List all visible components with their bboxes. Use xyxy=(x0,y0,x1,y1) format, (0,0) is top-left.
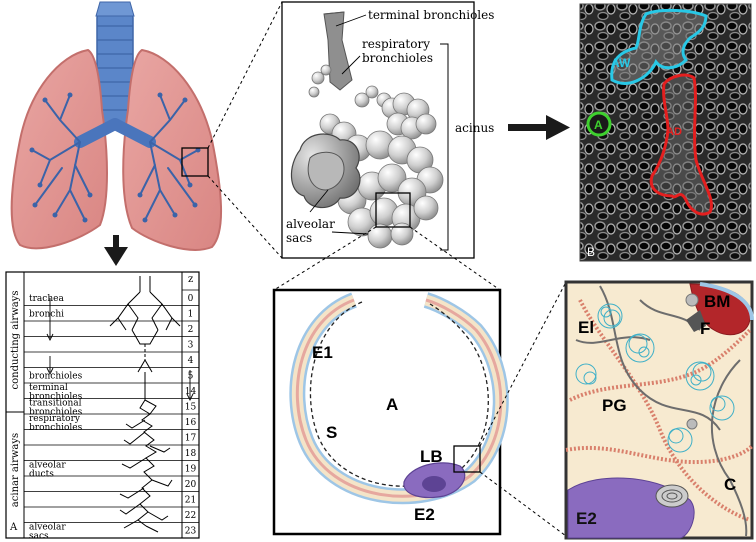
table-z-value: 1 xyxy=(188,310,194,320)
table-row-label: transitional xyxy=(29,399,82,409)
label-bm: BM xyxy=(704,292,730,311)
label-acinus: acinus xyxy=(455,121,494,135)
right-arrow-icon xyxy=(508,115,570,140)
label-a: A xyxy=(594,118,603,132)
label-s: S xyxy=(326,423,337,442)
table-z-value: 2 xyxy=(188,325,194,335)
table-z-value: 20 xyxy=(185,480,197,490)
label-b: B xyxy=(587,245,595,259)
table-row-label: alveolar xyxy=(29,461,66,471)
label-interstitium-e2: E2 xyxy=(576,509,597,528)
label-el: El xyxy=(578,318,594,337)
aw-outline xyxy=(610,8,708,85)
lung-zoom-box xyxy=(181,147,209,177)
label-aw: AW xyxy=(611,56,631,70)
table-z-value: 23 xyxy=(185,527,197,537)
label-ad: AD xyxy=(666,126,682,138)
interstitium-panel: BM El F PG C E2 xyxy=(564,280,754,540)
table-z-value: 17 xyxy=(185,434,197,444)
label-c: C xyxy=(724,475,736,494)
label-e1: E1 xyxy=(312,343,333,362)
table-row-label: ducts xyxy=(29,470,54,480)
table-row-label: bronchioles xyxy=(29,423,83,433)
connector-line xyxy=(479,281,567,447)
table-row-label: sacs xyxy=(29,532,49,542)
alveoli-panel: terminal bronchioles respiratory bronchi… xyxy=(281,1,494,259)
label-conducting-airways: conducting airways xyxy=(10,291,21,390)
label-bronchioles: bronchioles xyxy=(362,51,433,65)
airway-tree xyxy=(109,276,181,533)
table-row-label: bronchioles xyxy=(29,408,83,418)
a-outline xyxy=(586,111,612,137)
label-e2: E2 xyxy=(414,505,435,524)
label-f: F xyxy=(700,319,710,338)
table-row-label: bronchi xyxy=(29,310,64,320)
table-row-label: trachea xyxy=(29,294,64,304)
table-z-value: 3 xyxy=(188,341,194,351)
down-arrow-icon xyxy=(104,235,128,266)
label-acinar-airways: acinar airways xyxy=(10,433,21,507)
connector-line xyxy=(273,226,377,291)
table-row-label: alveolar xyxy=(29,523,66,533)
label-respiratory: respiratory xyxy=(362,37,430,51)
table-z-value: 15 xyxy=(185,403,197,413)
airway-table: 0trachea1bronchi2345bronchioles14termina… xyxy=(5,271,200,542)
micrograph-panel: AW AD A B xyxy=(579,3,752,262)
label-sacs: sacs xyxy=(286,231,312,245)
connector-line xyxy=(207,1,283,149)
table-z-value: 16 xyxy=(185,418,197,428)
table-row-label: respiratory xyxy=(29,414,81,424)
label-terminal-bronchioles: terminal bronchioles xyxy=(368,8,494,22)
table-z-value: 0 xyxy=(188,294,194,304)
label-lb: LB xyxy=(420,447,443,466)
table-z-value: 21 xyxy=(185,496,196,506)
table-z-value: 19 xyxy=(185,465,197,475)
label-pg: PG xyxy=(602,396,627,415)
table-row-label: bronchioles xyxy=(29,372,83,382)
ad-outline xyxy=(649,73,713,216)
table-row-label: terminal xyxy=(29,383,68,393)
connector-line xyxy=(207,175,283,259)
label-alveolar: alveolar xyxy=(286,217,335,231)
label-z-header: z xyxy=(188,274,193,285)
lung-illustration xyxy=(10,1,223,251)
label-alveolus-a: A xyxy=(386,395,398,414)
table-row-label: bronchioles xyxy=(29,392,83,402)
table-z-value: 14 xyxy=(185,387,197,397)
table-z-value: 4 xyxy=(188,356,194,366)
alveolus-panel: E1 A S LB E2 xyxy=(272,288,509,536)
connector-line xyxy=(409,226,501,291)
table-z-value: 5 xyxy=(188,372,194,382)
table-z-value: 22 xyxy=(185,511,196,521)
label-table-a: A xyxy=(9,522,18,533)
table-z-value: 18 xyxy=(185,449,197,459)
